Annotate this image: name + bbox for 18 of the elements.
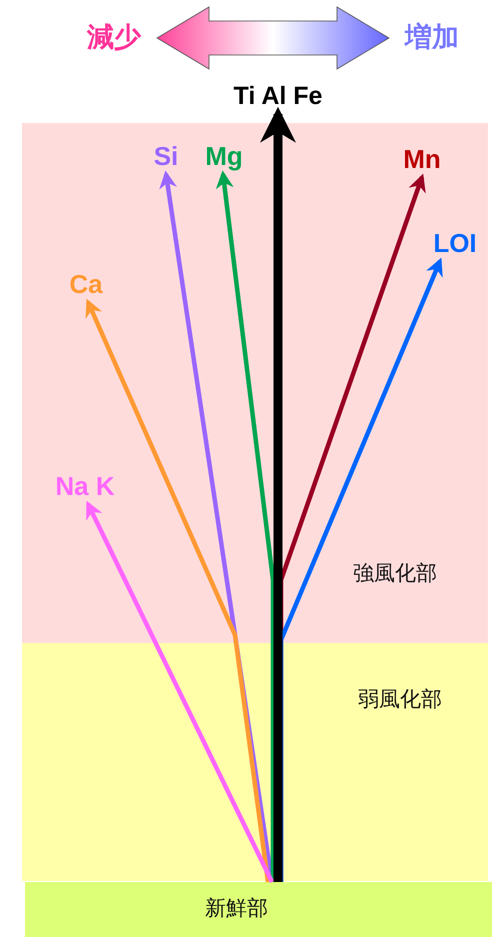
arrow: [260, 106, 296, 882]
element-label: LOI: [420, 227, 490, 259]
zone-label: 新鮮部: [205, 895, 268, 922]
element-label: Ti Al Fe: [210, 80, 346, 112]
element-label: 増加: [393, 18, 471, 56]
element-label: Si: [142, 140, 190, 172]
double-arrow: [156, 6, 390, 70]
arrow: [86, 500, 274, 883]
zone-label: 弱風化部: [357, 686, 443, 713]
element-label: Mn: [390, 143, 454, 175]
zone-band: [25, 882, 492, 937]
arrow: [216, 170, 276, 882]
zone-label: 強風化部: [352, 560, 438, 587]
arrow: [86, 298, 270, 882]
element-label: 減少: [75, 18, 153, 56]
element-label: Ca: [58, 268, 114, 300]
element-label: Na K: [40, 470, 130, 502]
element-label: Mg: [194, 140, 254, 172]
